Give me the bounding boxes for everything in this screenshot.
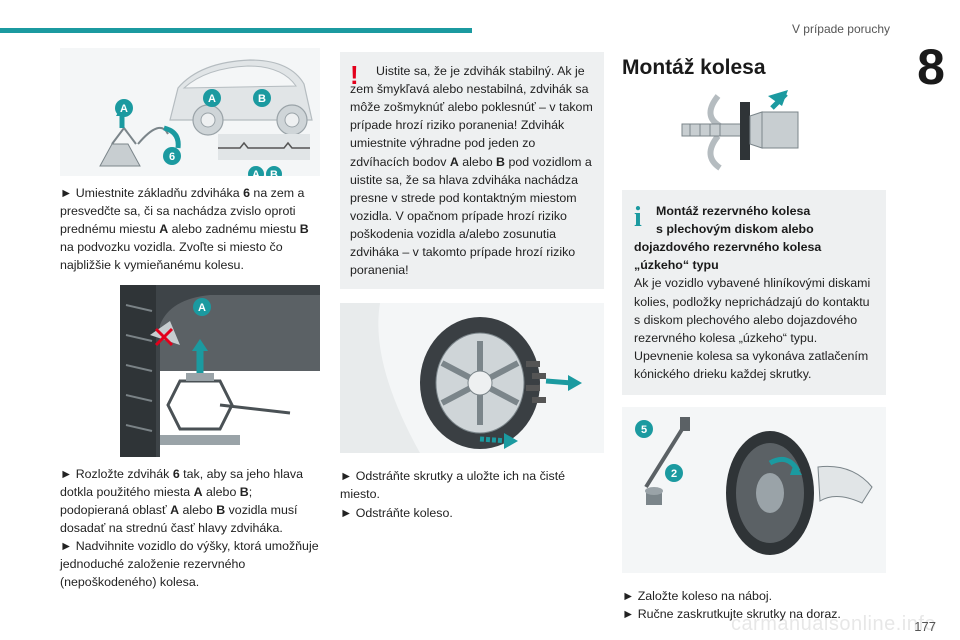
figure-jack-under-car: A (60, 284, 320, 457)
section-title: V prípade poruchy (791, 22, 890, 36)
svg-text:B: B (270, 169, 278, 176)
paragraph-remove-bolts: ► Odstráňte skrutky a uložte ich na čist… (340, 469, 566, 502)
watermark: carmanualsonline.info (730, 613, 936, 635)
svg-text:6: 6 (169, 151, 175, 163)
paragraph-hand-tighten: ► Ručne zaskrutkujte skrutky na doraz. (622, 607, 841, 622)
info-body: Ak je vozidlo vybavené hliníkovými diska… (634, 276, 871, 381)
column-right: Montáž kolesa i Montáž rezervného kolesa… (622, 56, 886, 623)
column-left: A A B 6 A B ► Umiestnite základňu zdvihá… (60, 48, 320, 591)
svg-text:B: B (258, 93, 266, 105)
paragraph-lift-vehicle: ► Nadvihnite vozidlo do výšky, ktorá umo… (60, 538, 319, 590)
paragraph-place-jack: ► Umiestnite základňu zdviháka 6 na zem … (60, 186, 309, 273)
paragraph-remove-wheel: ► Odstráňte koleso. (340, 505, 453, 520)
figure-mount-wheel: 5 2 (622, 407, 886, 574)
warning-text: Uistite sa, že je zdvihák stabilný. Ak j… (350, 64, 593, 278)
jack-placement-illustration: A A B 6 A B (60, 48, 320, 176)
paragraph-place-wheel: ► Založte koleso na náboj. (622, 589, 773, 604)
page-number: 177 (914, 619, 936, 634)
warning-box: ! Uistite sa, že je zdvihák stabilný. Ak… (340, 52, 604, 290)
chapter-tab: 8 (902, 38, 960, 96)
remove-wheel-illustration (340, 303, 604, 454)
heading-wheel-mounting: Montáž kolesa (622, 56, 766, 79)
info-title-line: Montáž rezervného kolesa (656, 204, 811, 218)
chapter-number: 8 (917, 39, 945, 95)
figure-jack-placement: A A B 6 A B (60, 48, 320, 176)
info-icon: i (634, 202, 642, 233)
svg-text:5: 5 (641, 424, 647, 436)
warning-icon: ! (350, 60, 359, 90)
svg-text:A: A (120, 103, 128, 115)
svg-text:2: 2 (671, 468, 677, 480)
svg-text:A: A (252, 169, 260, 176)
figure-remove-wheel (340, 303, 604, 454)
jack-under-car-illustration: A (60, 284, 320, 457)
bolt-detail-illustration (622, 86, 886, 176)
figure-bolt-detail (622, 86, 886, 176)
paragraph-extend-jack: ► Rozložte zdvihák 6 tak, aby sa jeho hl… (60, 466, 304, 535)
svg-text:A: A (198, 302, 206, 314)
column-middle: ! Uistite sa, že je zdvihák stabilný. Ak… (340, 52, 604, 522)
info-box: i Montáž rezervného kolesa s plechovým d… (622, 190, 886, 396)
header-accent-bar (0, 28, 472, 33)
svg-text:A: A (208, 93, 216, 105)
info-title-rest: s plechovým diskom alebo dojazdového rez… (634, 222, 822, 273)
mount-wheel-illustration: 5 2 (622, 407, 886, 574)
badge-a (115, 99, 133, 117)
